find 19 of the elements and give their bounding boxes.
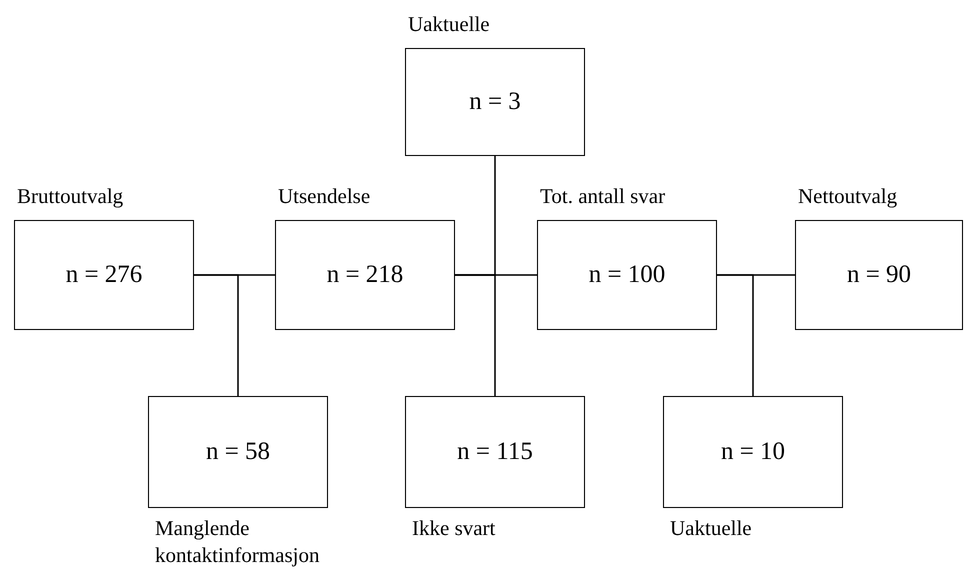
box-heading: Utsendelse [278, 184, 370, 209]
count-value: n = 10 [720, 438, 786, 466]
connector-line [455, 274, 496, 396]
box-caption: Ikke svart [412, 515, 496, 542]
box-heading: Bruttoutvalg [17, 184, 124, 209]
count-value: n = 115 [456, 438, 534, 466]
connector-line [717, 274, 754, 396]
box-heading: Uaktuelle [408, 12, 490, 37]
count-value: n = 3 [468, 88, 522, 116]
count-value: n = 58 [204, 438, 272, 466]
count-value: n = 90 [846, 261, 912, 289]
count-value: n = 218 [326, 261, 404, 289]
connector-line [194, 274, 239, 396]
box-caption: Manglende kontaktinformasjon [155, 515, 320, 570]
box-caption: Uaktuelle [670, 515, 753, 542]
count-value: n = 276 [64, 261, 144, 289]
count-value: n = 100 [588, 261, 666, 289]
box-heading: Nettoutvalg [798, 184, 898, 209]
box-heading: Tot. antall svar [540, 184, 666, 209]
